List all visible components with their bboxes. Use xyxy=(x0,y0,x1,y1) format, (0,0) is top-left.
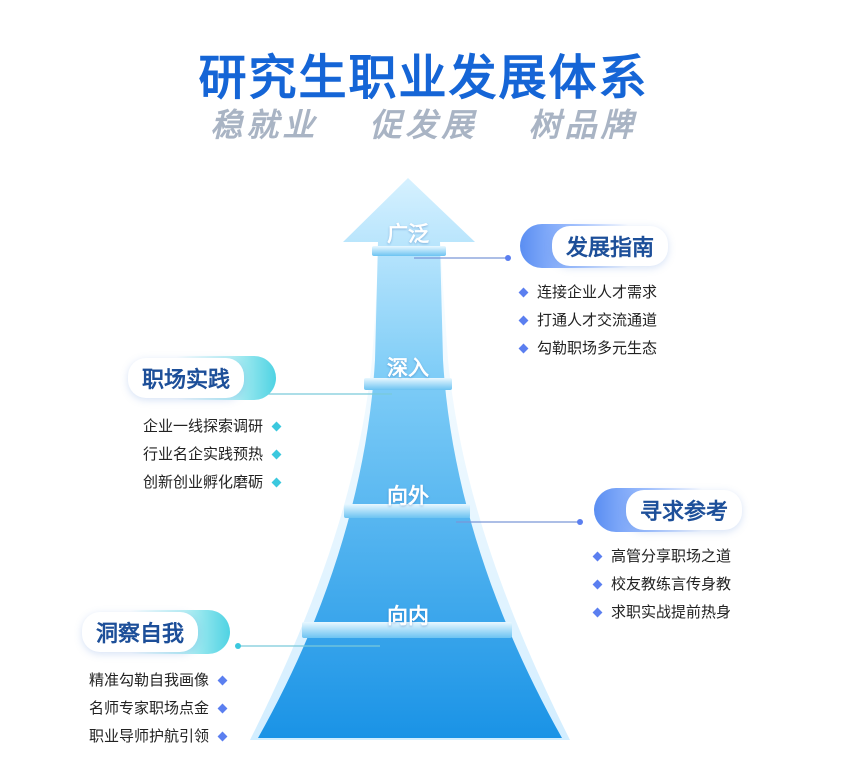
arrow-up-icon xyxy=(258,178,562,738)
step-ledge-4 xyxy=(302,622,512,638)
list-item: 勾勒职场多元生态 xyxy=(518,334,657,362)
diamond-bullet-icon xyxy=(217,675,228,685)
bullet-list: 精准勾勒自我画像 名师专家职场点金 职业导师护航引领 xyxy=(46,666,228,750)
list-item: 打通人才交流通道 xyxy=(518,306,657,334)
list-item: 求职实战提前热身 xyxy=(592,598,731,626)
diamond-bullet-icon xyxy=(518,287,529,297)
stage-label: 向内 xyxy=(387,604,429,628)
list-item: 创新创业孵化磨砺 xyxy=(100,468,282,496)
diamond-bullet-icon xyxy=(271,449,282,459)
category-label: 寻求参考 xyxy=(625,490,742,530)
category-badge: 发展指南 xyxy=(520,224,700,268)
list-item: 职业导师护航引领 xyxy=(46,722,228,750)
list-item: 名师专家职场点金 xyxy=(46,694,228,722)
category-label: 职场实践 xyxy=(127,358,244,398)
diamond-bullet-icon xyxy=(592,579,603,589)
category-label: 发展指南 xyxy=(551,226,668,266)
diamond-bullet-icon xyxy=(271,421,282,431)
diamond-bullet-icon xyxy=(217,703,228,713)
diamond-bullet-icon xyxy=(271,477,282,487)
stage-label: 向外 xyxy=(387,484,429,508)
list-item: 校友教练言传身教 xyxy=(592,570,731,598)
category-badge: 职场实践 xyxy=(96,356,276,400)
connector-dot xyxy=(577,519,583,525)
diamond-bullet-icon xyxy=(518,315,529,325)
list-item: 行业名企实践预热 xyxy=(100,440,282,468)
bullet-list: 连接企业人才需求 打通人才交流通道 勾勒职场多元生态 xyxy=(518,278,657,362)
connector-dot xyxy=(235,643,241,649)
slogan-2: 促发展 xyxy=(369,106,478,144)
step-ledge-1 xyxy=(372,246,446,256)
slogan-1: 稳就业 xyxy=(210,106,319,144)
slogan: 稳就业 促发展 树品牌 xyxy=(0,100,847,146)
category-badge: 寻求参考 xyxy=(594,488,774,532)
stage-label: 广泛 xyxy=(387,222,429,246)
slogan-3: 树品牌 xyxy=(528,106,637,144)
diamond-bullet-icon xyxy=(592,607,603,617)
step-ledge-3 xyxy=(344,504,470,518)
list-item: 精准勾勒自我画像 xyxy=(46,666,228,694)
diamond-bullet-icon xyxy=(217,731,228,741)
list-item: 企业一线探索调研 xyxy=(100,412,282,440)
list-item: 连接企业人才需求 xyxy=(518,278,657,306)
bullet-list: 企业一线探索调研 行业名企实践预热 创新创业孵化磨砺 xyxy=(100,412,282,496)
bullet-list: 高管分享职场之道 校友教练言传身教 求职实战提前热身 xyxy=(592,542,731,626)
step-ledge-2 xyxy=(364,378,452,390)
category-label: 洞察自我 xyxy=(81,612,198,652)
diamond-bullet-icon xyxy=(592,551,603,561)
diamond-bullet-icon xyxy=(518,343,529,353)
connector-dot xyxy=(505,255,511,261)
list-item: 高管分享职场之道 xyxy=(592,542,731,570)
stage-label: 深入 xyxy=(387,356,429,380)
category-badge: 洞察自我 xyxy=(50,610,230,654)
page-title: 研究生职业发展体系 xyxy=(198,50,649,106)
